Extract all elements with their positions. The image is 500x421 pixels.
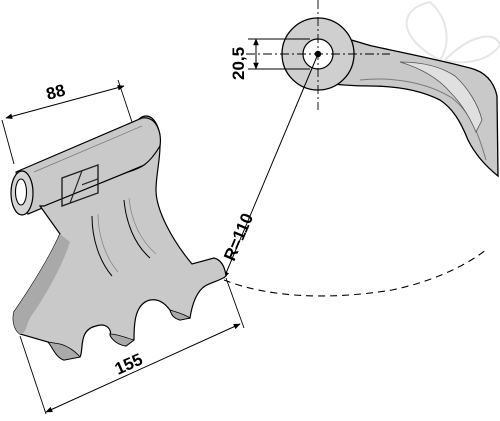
radius-label: R=110 [220, 210, 257, 263]
width-bottom-label: 155 [112, 350, 146, 379]
stamp-logo [61, 163, 99, 207]
hole-diameter-label: 20,5 [229, 47, 248, 80]
dimension-hole-diameter: 20,5 [229, 38, 310, 80]
radius-arc [223, 249, 487, 297]
side-view [246, 0, 499, 178]
tube-hole [14, 178, 28, 206]
front-view [10, 115, 227, 361]
width-top-label: 88 [44, 81, 67, 104]
dimension-width-top: 88 [1, 79, 133, 165]
